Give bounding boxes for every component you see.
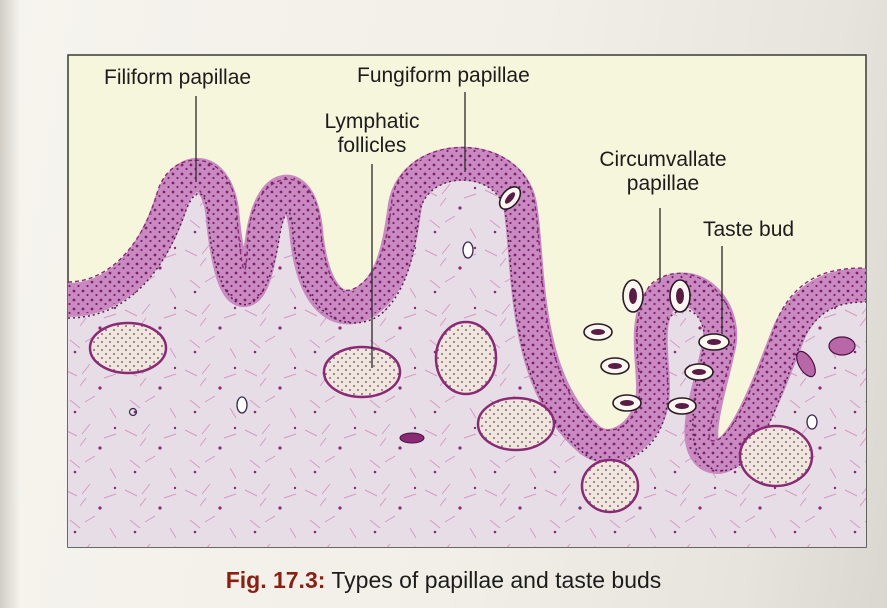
label-taste-bud: Taste bud (703, 218, 794, 242)
lymphatic-follicle (324, 347, 400, 397)
lymphatic-follicle (582, 460, 638, 512)
blood-vessel (829, 337, 855, 355)
label-circumvallate-line2: papillae (578, 172, 748, 196)
blood-vessel (237, 397, 247, 413)
lymphatic-follicle (90, 323, 166, 373)
label-lymphatic-line2: follicles (306, 134, 438, 158)
taste-bud-core (629, 288, 637, 304)
label-circumvallate-line1: Circumvallate (578, 148, 748, 172)
label-lymphatic-follicles: Lymphatic follicles (306, 110, 438, 158)
blood-vessel (400, 433, 424, 443)
label-circumvallate-papillae: Circumvallate papillae (578, 148, 748, 196)
figure-number: Fig. 17.3: (226, 567, 326, 593)
label-filiform-papillae: Filiform papillae (104, 66, 251, 90)
taste-bud-core (608, 363, 622, 369)
taste-bud-core (620, 400, 634, 406)
taste-bud-core (692, 369, 706, 375)
lymphatic-follicle (478, 398, 554, 450)
lymphatic-follicle (740, 426, 812, 486)
lymphatic-follicle (436, 322, 496, 394)
blood-vessel (463, 242, 473, 258)
label-fungiform-papillae: Fungiform papillae (357, 64, 530, 88)
figure-caption: Fig. 17.3: Types of papillae and taste b… (0, 566, 887, 594)
blood-vessel (807, 415, 817, 429)
taste-bud-core (675, 403, 689, 409)
label-lymphatic-line1: Lymphatic (306, 110, 438, 134)
figure-caption-text: Types of papillae and taste buds (331, 567, 661, 593)
taste-bud-core (676, 288, 684, 304)
taste-bud-core (707, 339, 721, 345)
taste-bud-core (591, 329, 605, 335)
